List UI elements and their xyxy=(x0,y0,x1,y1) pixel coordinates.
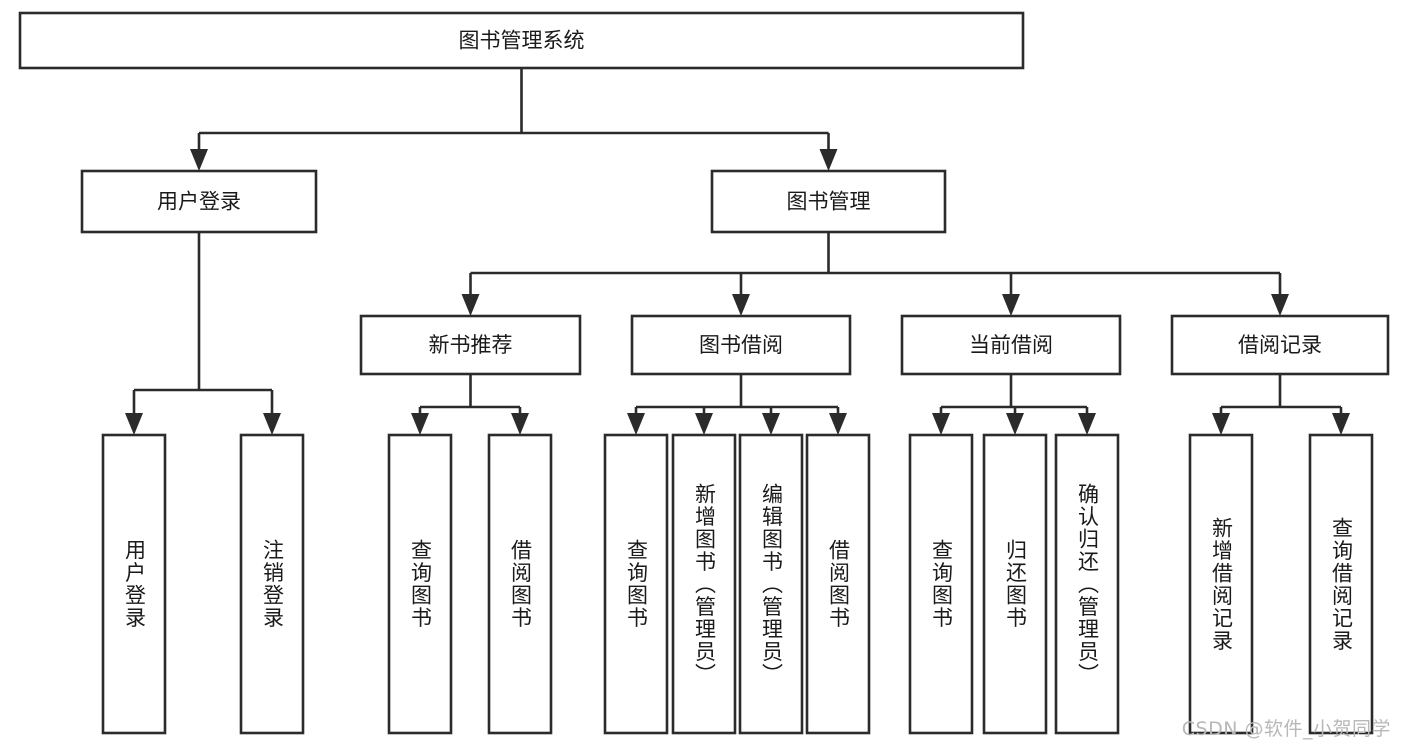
connector-current-borrow-arrow-0 xyxy=(932,413,950,435)
node-label-new-book-recommend: 新书推荐 xyxy=(429,333,513,357)
connector-book-borrow-arrow-2 xyxy=(762,413,780,435)
node-label-user-login: 用户登录 xyxy=(157,190,241,214)
leaf-box-leaf-logout xyxy=(239,433,305,735)
connector-book-management-arrow-3 xyxy=(1271,294,1289,316)
connector-root-arrow-1 xyxy=(819,149,838,171)
leaf-box-leaf-query-book-borrow xyxy=(603,433,669,735)
connector-borrow-records-arrow-0 xyxy=(1212,413,1230,435)
connector-current-borrow-arrow-2 xyxy=(1078,413,1096,435)
connector-book-management-arrow-0 xyxy=(461,294,480,316)
connector-user-login-arrow-1 xyxy=(263,413,281,435)
connector-book-borrow-arrow-3 xyxy=(829,413,847,435)
connector-lines-group xyxy=(125,68,1350,435)
connector-user-login-arrow-0 xyxy=(125,413,143,435)
node-label-root: 图书管理系统 xyxy=(459,29,585,53)
node-box-book-management xyxy=(710,169,947,234)
leaf-box-leaf-query-book-recommend xyxy=(387,433,453,735)
node-boxes-group xyxy=(18,11,1390,735)
connector-book-management-arrow-2 xyxy=(1002,294,1020,316)
node-label-book-management: 图书管理 xyxy=(787,190,871,214)
leaf-box-leaf-query-borrow-record xyxy=(1308,433,1374,735)
connector-book-management-arrow-1 xyxy=(732,294,750,316)
node-box-book-borrow xyxy=(630,314,852,376)
node-box-root xyxy=(18,11,1025,70)
node-label-book-borrow: 图书借阅 xyxy=(699,333,783,357)
leaf-box-leaf-user-login xyxy=(101,433,167,735)
leaf-box-leaf-borrow-book-recommend xyxy=(487,433,553,735)
leaf-box-leaf-query-book-current xyxy=(908,433,974,735)
connector-book-borrow-arrow-0 xyxy=(627,413,645,435)
leaf-box-leaf-confirm-return-admin xyxy=(1054,433,1120,735)
leaf-box-leaf-return-book xyxy=(982,433,1048,735)
node-label-borrow-records: 借阅记录 xyxy=(1238,333,1322,357)
node-box-current-borrow xyxy=(900,314,1122,376)
leaf-box-leaf-edit-book-admin xyxy=(738,433,804,735)
connector-borrow-records-arrow-1 xyxy=(1332,413,1350,435)
leaf-box-leaf-add-book-admin xyxy=(671,433,737,735)
connector-book-borrow-arrow-1 xyxy=(695,413,713,435)
connector-new-book-recommend-arrow-0 xyxy=(411,413,429,435)
node-box-borrow-records xyxy=(1170,314,1390,376)
connector-current-borrow-arrow-1 xyxy=(1006,413,1024,435)
node-box-user-login xyxy=(80,169,318,234)
node-label-current-borrow: 当前借阅 xyxy=(969,333,1053,357)
csdn-watermark: CSDN @软件_小贺同学 xyxy=(1181,718,1391,740)
node-box-new-book-recommend xyxy=(359,314,582,376)
connector-new-book-recommend-arrow-1 xyxy=(511,413,529,435)
connector-root-arrow-0 xyxy=(190,149,208,171)
leaf-box-leaf-add-borrow-record xyxy=(1188,433,1254,735)
leaf-box-leaf-borrow-book xyxy=(805,433,871,735)
